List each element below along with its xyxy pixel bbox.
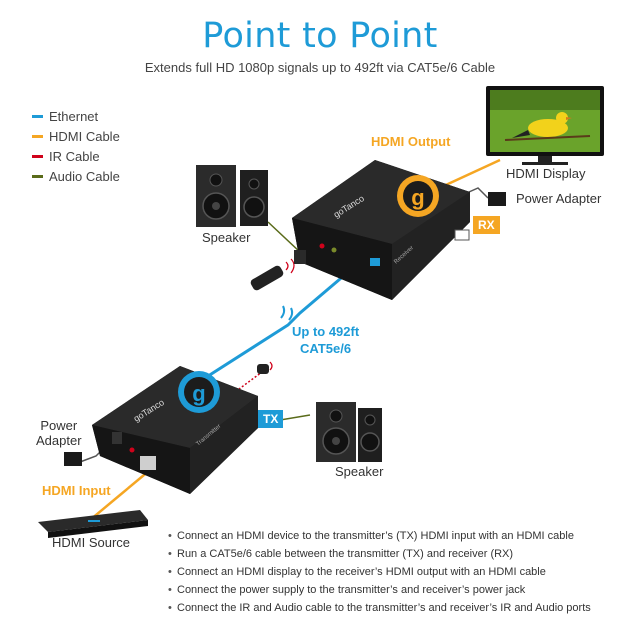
bullet-icon: • [168,530,172,542]
transmitter-device [92,366,258,494]
list-item: • Connect the power supply to the transmi… [168,584,634,602]
hdmi-output-label: HDMI Output [371,134,451,149]
cable-length-line2: CAT5e/6 [300,341,352,356]
speaker-top-icon [196,165,268,227]
receiver-logo-glyph: g [411,185,424,210]
legend-item-audio: Audio Cable [32,166,120,186]
speaker-bottom-icon [316,402,382,462]
step-text: Connect an HDMI display to the receiver’… [177,566,546,578]
bullet-icon: • [168,548,172,560]
speaker-top-label: Speaker [202,230,251,245]
power-adapter-tx-line2: Adapter [36,433,82,448]
step-text: Connect an HDMI device to the transmitte… [177,530,574,542]
hdmi-input-cable [89,469,151,521]
bullet-icon: • [168,566,172,578]
bullet-icon: • [168,602,172,614]
legend-item-ethernet: Ethernet [32,106,120,126]
hdmi-display-label: HDMI Display [506,166,586,181]
hdmi-source-icon [38,510,148,538]
cable-legend: Ethernet HDMI Cable IR Cable Audio Cable [32,106,120,186]
tx-badge: TX [258,410,284,428]
power-adapter-tx-line1: Power [40,418,78,433]
list-item: • Connect an HDMI display to the receiver… [168,566,634,584]
legend-swatch-hdmi [32,134,43,138]
receiver-device [292,160,470,300]
bullet-icon: • [168,584,172,596]
power-adapter-tx-label: Power Adapter [36,418,82,448]
hdmi-source-label: HDMI Source [52,535,131,550]
speaker-bottom-label: Speaker [335,464,384,479]
cable-length-label: Up to 492ft CAT5e/6 [292,323,359,357]
hdmi-display-icon [486,86,604,165]
page-subtitle: Extends full HD 1080p signals up to 492f… [144,60,496,75]
hdmi-input-label: HDMI Input [42,483,111,498]
legend-label: HDMI Cable [49,128,120,144]
legend-label: Ethernet [49,108,99,124]
list-item: • Connect an HDMI device to the transmitt… [168,530,634,548]
legend-swatch-ir [32,154,43,158]
legend-item-ir: IR Cable [32,146,120,166]
legend-label: Audio Cable [49,168,120,184]
list-item: • Run a CAT5e/6 cable between the transmi… [168,548,634,566]
step-text: Run a CAT5e/6 cable between the transmit… [177,548,514,560]
step-text: Connect the power supply to the transmit… [177,584,526,596]
power-adapter-rx-label: Power Adapter [516,191,602,206]
legend-swatch-ethernet [32,114,43,118]
legend-swatch-audio [32,174,43,178]
power-adapter-rx-icon [488,192,506,206]
ethernet-cable [204,260,361,380]
legend-item-hdmi: HDMI Cable [32,126,120,146]
ir-emitter-icon [257,361,273,374]
page-title: Point to Point [202,16,438,56]
cable-length-line1: Up to 492ft [292,324,360,339]
instruction-list: • Connect an HDMI device to the transmitt… [168,530,634,620]
power-adapter-tx-icon [64,452,82,466]
legend-label: IR Cable [49,148,100,164]
rx-badge: RX [473,216,500,234]
list-item: • Connect the IR and Audio cable to the t… [168,602,634,620]
transmitter-logo-glyph: g [192,381,205,406]
step-text: Connect the IR and Audio cable to the tr… [177,602,591,614]
ir-remote-icon [250,258,295,291]
cable-break-icon [280,305,294,321]
